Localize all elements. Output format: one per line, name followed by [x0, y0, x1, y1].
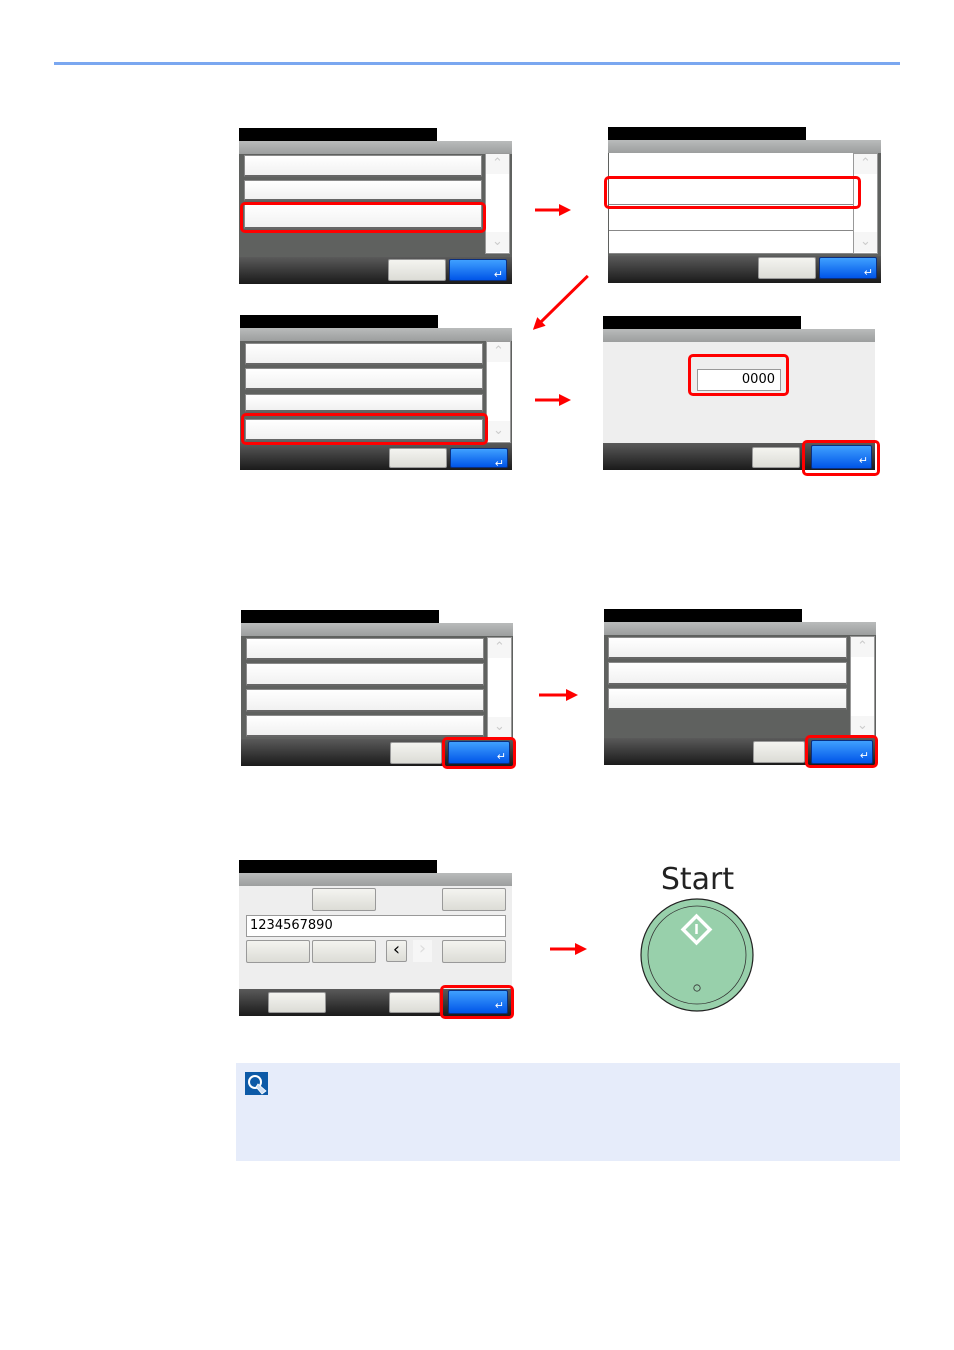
enter-icon: ↵: [494, 457, 504, 470]
ok-button[interactable]: ↵: [811, 740, 873, 764]
list-item[interactable]: [608, 662, 847, 685]
chevron-down-icon[interactable]: ⌄: [487, 421, 510, 441]
key-button[interactable]: [312, 940, 376, 963]
ok-button[interactable]: ↵: [811, 445, 872, 469]
list-item[interactable]: [246, 663, 484, 686]
cancel-button[interactable]: [389, 448, 447, 468]
enter-icon: ↵: [493, 268, 503, 281]
list-item[interactable]: [244, 204, 482, 229]
start-diamond-icon: [680, 913, 713, 946]
highlight-frame: [604, 176, 861, 209]
screen-title-bar: [241, 610, 439, 623]
screen-title-bar: [604, 609, 802, 622]
enter-icon: ↵: [859, 749, 869, 762]
screen-subtitle-bar: [240, 328, 512, 341]
cancel-button[interactable]: [752, 447, 800, 468]
list-item[interactable]: [609, 153, 853, 178]
highlight-frame: [688, 354, 789, 396]
note-hint-icon: [245, 1072, 268, 1095]
screen-body: [603, 342, 875, 443]
cancel-button[interactable]: [388, 259, 446, 281]
screen-subtitle-bar: [241, 623, 513, 636]
ok-button[interactable]: ↵: [448, 741, 510, 764]
screen-subtitle-bar: [603, 329, 875, 342]
chevron-up-icon[interactable]: ⌃: [488, 638, 511, 658]
cursor-right-button[interactable]: ›: [413, 940, 432, 962]
key-button[interactable]: [442, 940, 506, 963]
key-button[interactable]: [246, 940, 310, 963]
list-item[interactable]: [609, 231, 853, 254]
highlight-frame: [240, 202, 486, 233]
list-item[interactable]: [246, 715, 484, 737]
chevron-down-icon[interactable]: ⌄: [854, 232, 877, 252]
ok-button[interactable]: ↵: [450, 448, 508, 470]
list-item[interactable]: [245, 368, 483, 390]
highlight-frame: [442, 737, 516, 769]
list-item[interactable]: [246, 689, 484, 712]
screen-title-bar: [239, 860, 437, 873]
password-input[interactable]: 0000: [697, 369, 781, 391]
red-arrow-icon: [531, 274, 594, 337]
option-button[interactable]: [312, 888, 376, 911]
list-item[interactable]: [609, 178, 853, 205]
ok-button[interactable]: ↵: [819, 257, 877, 279]
chevron-up-icon[interactable]: ⌃: [851, 637, 874, 657]
list-item[interactable]: [244, 180, 482, 201]
list-item[interactable]: [245, 394, 483, 412]
enter-icon: ↵: [494, 999, 504, 1012]
cancel-button[interactable]: [390, 742, 442, 764]
red-arrow-icon: [550, 940, 587, 955]
highlight-frame: [440, 985, 514, 1019]
red-arrow-icon: [535, 391, 571, 406]
chevron-up-icon[interactable]: ⌃: [854, 154, 877, 174]
red-arrow-icon: [535, 201, 571, 216]
header-rule: [54, 62, 900, 65]
highlight-frame: [805, 735, 878, 768]
list-item[interactable]: [608, 688, 847, 710]
ok-button[interactable]: ↵: [448, 990, 508, 1014]
list-item[interactable]: [244, 155, 482, 177]
enter-icon: ↵: [863, 266, 873, 279]
cancel-button[interactable]: [758, 257, 816, 279]
cursor-left-button[interactable]: ‹: [386, 940, 407, 962]
chevron-down-icon[interactable]: ⌄: [488, 717, 511, 737]
screen-title-bar: [603, 316, 801, 329]
cancel-button[interactable]: [389, 992, 440, 1013]
list-item[interactable]: [245, 343, 483, 365]
screen-subtitle-bar: [239, 873, 512, 886]
fax-number-input[interactable]: 1234567890: [246, 915, 506, 937]
chevron-down-icon[interactable]: ⌄: [851, 716, 874, 736]
status-indicator-icon: [693, 984, 701, 992]
red-arrow-icon: [539, 686, 578, 701]
screen-subtitle-bar: [604, 622, 876, 635]
start-key-label: Start: [660, 862, 735, 897]
list-item[interactable]: [608, 637, 847, 659]
list-item[interactable]: [246, 638, 484, 660]
chevron-down-icon[interactable]: ⌄: [486, 232, 509, 252]
screen-subtitle-bar: [608, 140, 881, 153]
list-item[interactable]: [609, 205, 853, 231]
enter-icon: ↵: [496, 750, 506, 763]
chevron-up-icon[interactable]: ⌃: [486, 154, 509, 174]
chevron-up-icon[interactable]: ⌃: [487, 342, 510, 362]
option-button[interactable]: [442, 888, 506, 911]
screen-subtitle-bar: [239, 141, 512, 154]
screen-title-bar: [240, 315, 438, 328]
note-box: [236, 1063, 900, 1161]
highlight-frame: [802, 440, 880, 476]
cancel-button[interactable]: [753, 741, 805, 763]
footer-button[interactable]: [268, 992, 326, 1013]
screen-title-bar: [608, 127, 806, 140]
screen-title-bar: [239, 128, 437, 141]
start-key[interactable]: [638, 897, 758, 1017]
enter-icon: ↵: [858, 454, 868, 467]
list-item[interactable]: [245, 419, 483, 441]
highlight-frame: [241, 413, 488, 445]
ok-button[interactable]: ↵: [449, 259, 507, 281]
